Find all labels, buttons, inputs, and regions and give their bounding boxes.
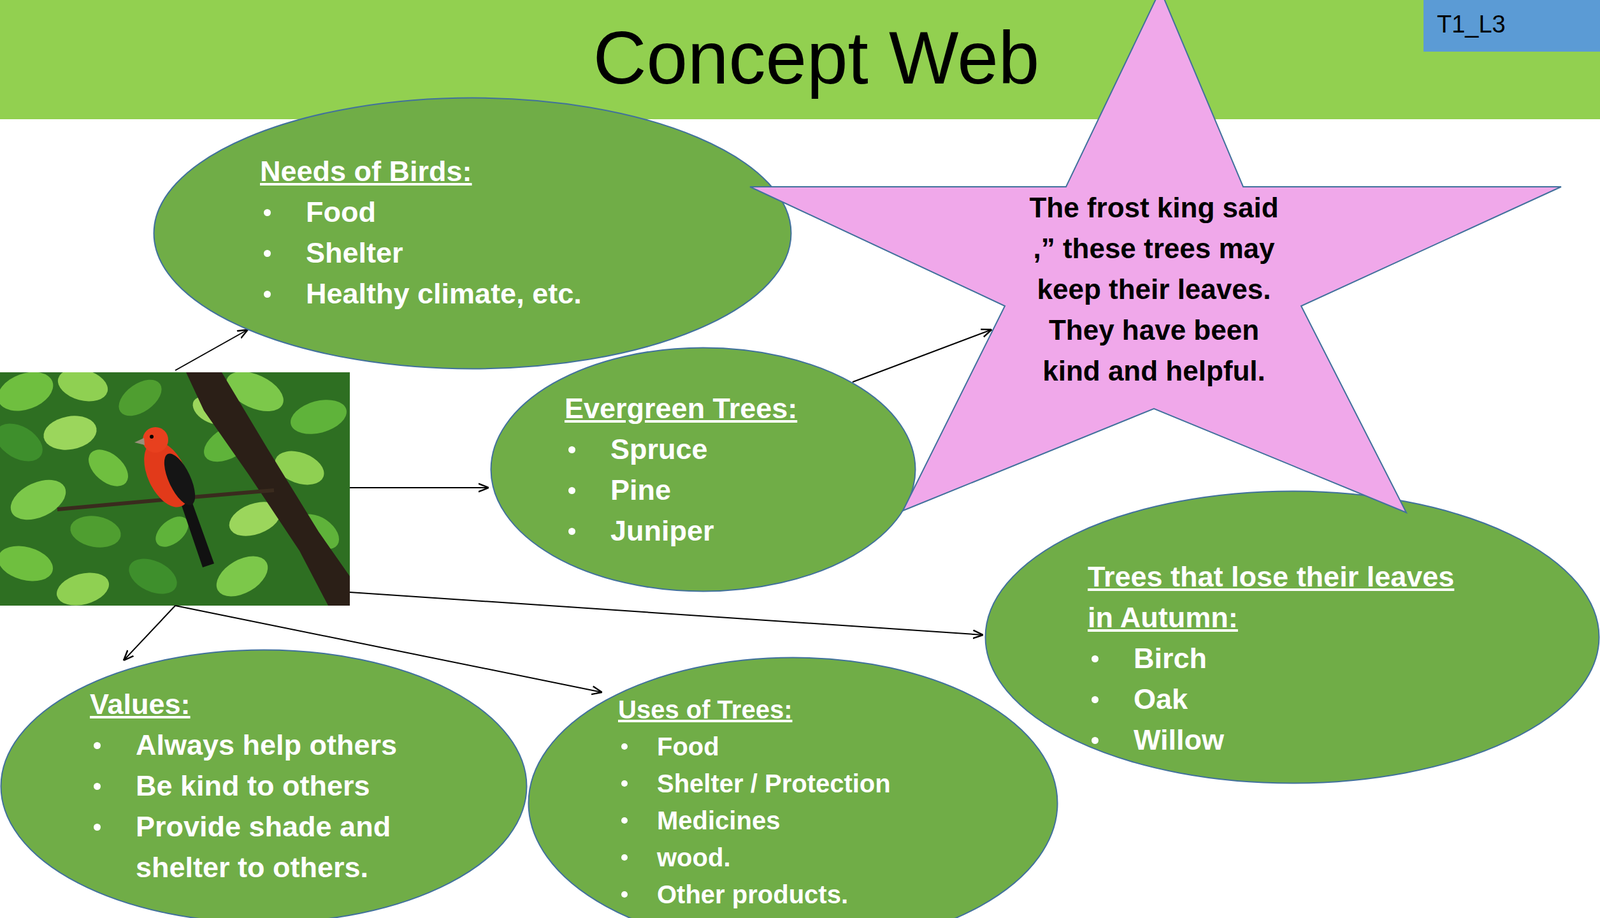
bird-wing — [158, 449, 202, 510]
leaf — [67, 511, 123, 551]
bullet-dot — [621, 779, 628, 787]
picture-arrow — [349, 591, 984, 635]
bullet-dot — [621, 853, 628, 861]
list-item: Willow — [1133, 723, 1225, 756]
leaf — [4, 471, 73, 528]
bird-tail — [179, 495, 215, 568]
leaf — [81, 442, 135, 494]
lesson-code-box: T1_L3 — [1423, 0, 1600, 52]
bullet-dot — [263, 209, 271, 217]
concept-ellipse: Evergreen Trees:SprucePineJuniper — [490, 346, 917, 592]
list-item: Food — [305, 195, 376, 229]
leaf — [0, 415, 50, 469]
list-item: Spruce — [610, 432, 708, 466]
rect-shape — [1423, 0, 1600, 52]
leaf — [112, 372, 168, 424]
list-item: Pine — [610, 473, 671, 506]
ellipse-shape — [1, 649, 527, 918]
leaf — [52, 567, 113, 606]
bird-beak — [134, 437, 145, 445]
bullet-dot — [1091, 695, 1099, 703]
bullet-dot — [263, 290, 271, 298]
bullet-dot — [621, 816, 628, 824]
list-item: Juniper — [610, 514, 715, 547]
concept-ellipse: Uses of Trees: FoodShelter / ProtectionMe… — [527, 656, 1059, 918]
list-item: Be kind to others — [135, 769, 371, 802]
list-item: Healthy climate, etc. — [305, 277, 582, 310]
diagram-title: Concept Web — [497, 19, 1135, 97]
box-heading: Values: — [89, 683, 436, 725]
ellipse-shape — [985, 491, 1600, 784]
bird-head — [142, 426, 169, 453]
list-item: Shelter / Protection — [656, 769, 891, 798]
bullet-dot — [93, 782, 101, 790]
ellipse-shape — [154, 98, 792, 369]
picture-arrow — [175, 329, 248, 371]
box-text: T1_L3 — [1436, 0, 1590, 50]
leaf — [40, 411, 100, 454]
bullet-dot — [93, 823, 101, 831]
ellipse-shape — [491, 347, 916, 592]
bullet-dot — [621, 890, 628, 898]
leaf — [54, 372, 112, 407]
list-item: Shelter — [305, 236, 404, 269]
list-item: Food — [656, 732, 720, 761]
bullet-dot — [1091, 655, 1099, 663]
concept-ellipse-outline — [152, 96, 793, 370]
concept-ellipse-outline — [984, 490, 1600, 784]
box-heading: Evergreen Trees: — [564, 388, 852, 429]
concept-ellipse: Values:Always help others Be kind to othe… — [0, 648, 528, 918]
bullet-dot — [263, 249, 271, 257]
list-item: wood. — [656, 843, 731, 872]
picture-arrow — [123, 605, 176, 661]
list-item: Medicines — [656, 806, 780, 835]
box-text: The frost king said ,” these trees may k… — [1020, 187, 1288, 392]
bird-photo — [0, 372, 350, 606]
list-item: Oak — [1133, 682, 1188, 715]
bullet-dot — [1091, 736, 1099, 744]
leaf — [286, 393, 350, 440]
box-heading: Needs of Birds: — [259, 151, 668, 192]
leaves — [0, 372, 350, 606]
quote-star: The frost king said ,” these trees may k… — [749, 0, 1562, 513]
ellipse-shape — [528, 657, 1058, 918]
leaf — [0, 372, 59, 419]
bullet-dot — [568, 486, 576, 494]
bird-eye — [149, 434, 154, 439]
concept-ellipse-outline — [490, 346, 917, 592]
list-item: Birch — [1133, 641, 1207, 675]
bullet-dot — [621, 742, 628, 750]
box-heading: Trees that lose their leaves in Autumn: — [1087, 556, 1483, 638]
leaf — [123, 551, 183, 601]
leaf — [209, 547, 275, 605]
picture-arrow — [349, 486, 489, 489]
header-band-fill — [0, 0, 1600, 120]
box-heading: Uses of Trees: — [618, 690, 950, 728]
list-item: Provide shade and shelter to others. — [135, 809, 391, 884]
bullet-dot — [93, 741, 101, 749]
leaf — [0, 539, 57, 587]
bullet-dot — [568, 527, 576, 535]
list-item: Other products. — [656, 879, 849, 909]
concept-ellipse: Trees that lose their leaves in Autumn:B… — [984, 490, 1600, 784]
concept-ellipse: Needs of Birds:FoodShelterHealthy climat… — [152, 96, 793, 370]
bullet-dot — [568, 446, 576, 454]
list-item: Always help others — [135, 728, 397, 761]
